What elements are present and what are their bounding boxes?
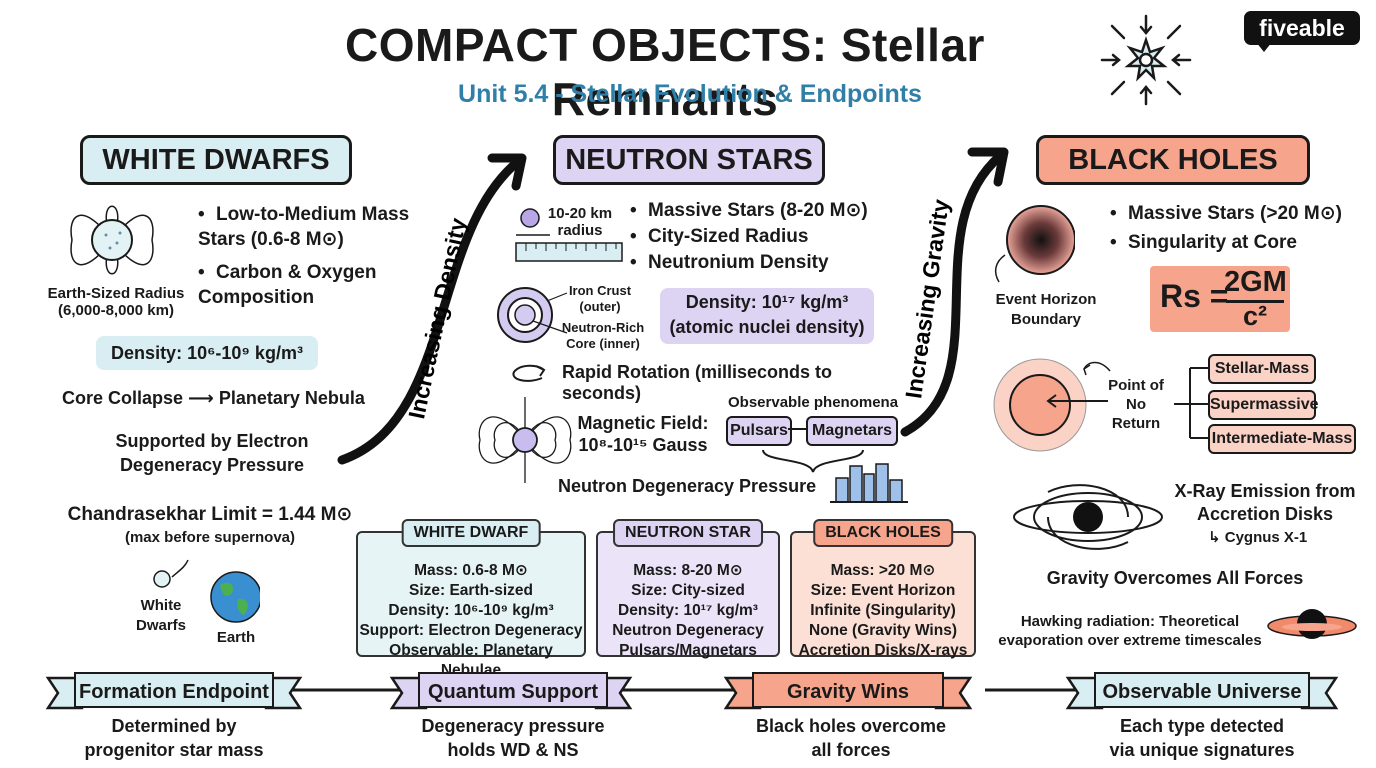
magnetars-pill: Magnetars <box>806 416 898 446</box>
wd-earth-comparison <box>153 559 260 623</box>
comparison-line: Mass: 0.6-8 M⊙ <box>414 562 528 579</box>
fiveable-logo[interactable]: fiveable <box>1244 11 1360 45</box>
gravity-arrow-head <box>967 147 1009 187</box>
city-icon <box>830 463 908 503</box>
bh-type-intermediate-mass: Intermediate-Mass <box>1208 424 1356 454</box>
bh-bullet-1: •Massive Stars (>20 M⊙) <box>1110 203 1342 224</box>
comparison-white-dwarf: WHITE DWARF Mass: 0.6-8 M⊙ Size: Earth-s… <box>356 519 586 679</box>
chandrasekhar-limit: Chandrasekhar Limit = 1.44 M⊙ <box>67 504 353 525</box>
comparison-white-dwarf-title: WHITE DWARF <box>401 519 541 547</box>
ns-bullet-2: •City-Sized Radius <box>630 226 809 247</box>
point-of-no-return-icon <box>993 358 1111 452</box>
ribbon-gravity-wins: Gravity Wins <box>752 672 944 708</box>
comparison-line: Density: 10⁶-10⁹ kg/m³ <box>388 602 554 619</box>
ns-density-badge: Density: 10¹⁷ kg/m³(atomic nuclei densit… <box>660 288 874 344</box>
black-holes-heading: BLACK HOLES <box>1036 135 1310 185</box>
wd-density-badge: Density: 10⁶-10⁹ kg/m³ <box>96 336 318 370</box>
density-arrow-shaft <box>337 155 525 465</box>
event-horizon-icon <box>994 205 1075 283</box>
ns-observable-label: Observable phenomena <box>728 394 899 411</box>
neutron-stars-heading: NEUTRON STARS <box>553 135 825 185</box>
comparison-line: Accretion Disks/X-rays <box>798 642 968 659</box>
bh-type-stellar-mass: Stellar-Mass <box>1208 354 1316 384</box>
comparison-black-holes: BLACK HOLES Mass: >20 M⊙ Size: Event Hor… <box>790 519 976 659</box>
white-dwarf-field-icon <box>70 205 154 275</box>
accretion-disk-icon <box>1013 484 1163 550</box>
ns-rotation-text: Rapid Rotation (milliseconds to seconds) <box>562 362 833 403</box>
ribbon-observable-universe: Observable Universe <box>1094 672 1310 708</box>
ns-ruler-icon <box>515 208 623 262</box>
wd-collapse-text: Core Collapse ⟶ Planetary Nebula <box>62 388 365 408</box>
comparison-line: Support: Electron Degeneracy <box>359 622 583 639</box>
comparison-line: Neutron Degeneracy <box>612 622 764 639</box>
cygnus-label: ↳ Cygnus X-1 <box>1208 529 1308 546</box>
ribbon-formation-endpoint: Formation Endpoint <box>74 672 274 708</box>
ns-structure-icon <box>497 287 568 343</box>
pill-connector <box>788 428 808 430</box>
magnetic-field-icon <box>478 397 572 483</box>
wd-bullets: •Low-to-Medium Mass Stars (0.6-8 M⊙) •Ca… <box>198 202 438 310</box>
page-subtitle: Unit 5.4 - Stellar Evolution & Endpoints <box>458 80 922 108</box>
density-arrow-head <box>487 153 527 191</box>
pulsars-pill: Pulsars <box>726 416 792 446</box>
ns-pressure-text: Neutron Degeneracy Pressure <box>558 476 817 496</box>
gravity-arrow-shaft <box>900 151 1005 437</box>
formula-denominator: c² <box>1242 301 1267 331</box>
ns-magnetic-text: Magnetic Field:10⁸-10¹⁵ Gauss <box>577 413 709 455</box>
ns-bullet-3: •Neutronium Density <box>630 252 829 273</box>
comparison-line: Pulsars/Magnetars <box>619 642 757 659</box>
comparison-line: Density: 10¹⁷ kg/m³ <box>618 602 758 619</box>
comparison-line: Size: City-sized <box>631 582 745 599</box>
page-title: COMPACT OBJECTS: Stellar Remnants <box>345 19 985 125</box>
rotation-icon <box>512 364 546 382</box>
wd-radius-label: Earth-Sized Radius(6,000-8,000 km) <box>47 285 185 319</box>
comparison-neutron-star: NEUTRON STAR Mass: 8-20 M⊙ Size: City-si… <box>596 519 780 659</box>
ns-bullets: •Massive Stars (8-20 M⊙) •City-Sized Rad… <box>630 198 890 275</box>
comparison-line: Mass: >20 M⊙ <box>830 562 936 579</box>
chandrasekhar-note: (max before supernova) <box>124 529 296 546</box>
comparison-black-holes-title: BLACK HOLES <box>813 519 953 547</box>
formula-fraction-bar <box>1226 300 1284 303</box>
comparison-line: Size: Event Horizon <box>810 582 956 599</box>
earth-label: Earth <box>216 629 256 646</box>
hawking-bh-icon <box>1267 609 1357 639</box>
white-dwarfs-heading: WHITE DWARFS <box>80 135 352 185</box>
gravity-overcomes-text: Gravity Overcomes All Forces <box>1046 568 1304 588</box>
comparison-line: Size: Earth-sized <box>408 582 534 599</box>
formula-numerator: 2GM <box>1224 266 1287 298</box>
ribbon-quantum-support: Quantum Support <box>418 672 608 708</box>
schwarzschild-formula: Rs = 2GM c² <box>1150 266 1290 332</box>
comparison-line: Infinite (Singularity) <box>810 602 956 619</box>
earth-icon <box>210 571 260 623</box>
bh-bullet-2: •Singularity at Core <box>1110 232 1297 253</box>
logo-tail <box>1256 42 1272 52</box>
wd-bullet-2: •Carbon & Oxygen Composition <box>198 262 377 308</box>
bh-types-bracket <box>1174 367 1208 439</box>
bh-type-supermassive: Supermassive <box>1208 390 1319 420</box>
white-dwarf-icon <box>153 570 171 588</box>
wd-bullet-1: •Low-to-Medium Mass Stars (0.6-8 M⊙) <box>198 204 410 250</box>
collapsing-star-icon <box>1100 14 1192 106</box>
comparison-line: Mass: 8-20 M⊙ <box>633 562 743 579</box>
ns-bullet-1: •Massive Stars (8-20 M⊙) <box>630 200 868 221</box>
formula-lhs: Rs = <box>1160 278 1229 314</box>
observable-brace <box>762 449 864 473</box>
comparison-neutron-star-title: NEUTRON STAR <box>613 519 763 547</box>
comparison-line: None (Gravity Wins) <box>809 622 957 639</box>
bh-bullets: •Massive Stars (>20 M⊙) •Singularity at … <box>1110 201 1360 255</box>
ns-crust-label: Iron Crust(outer) <box>568 283 632 314</box>
